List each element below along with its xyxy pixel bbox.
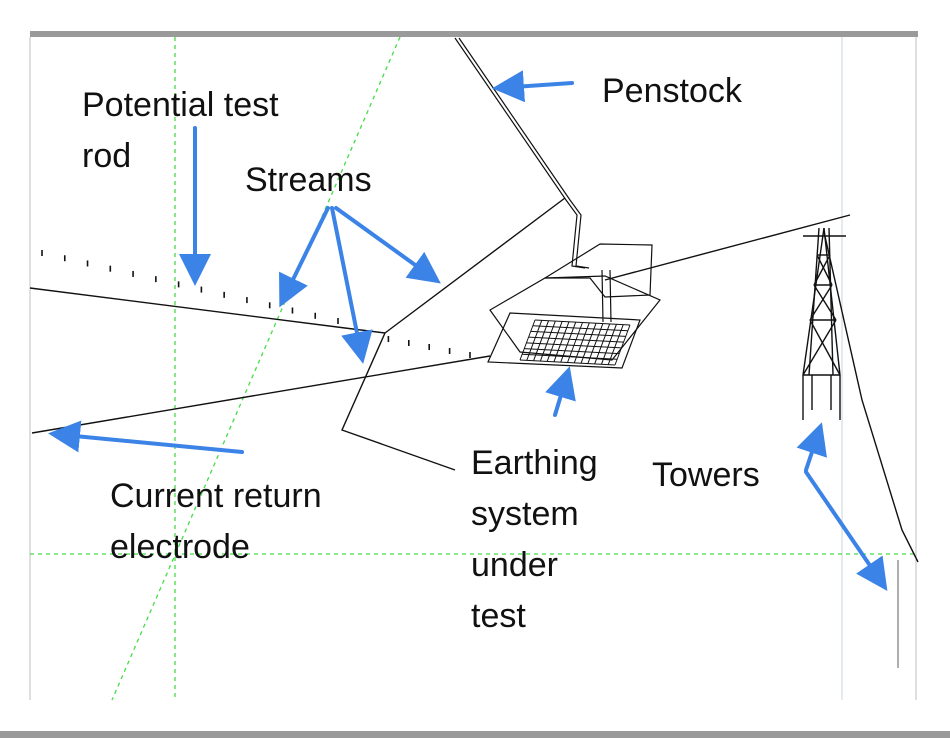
mesh-line	[526, 320, 543, 361]
mesh-line	[553, 321, 570, 362]
stream-line-left	[29, 287, 386, 334]
guide-lines	[30, 36, 916, 701]
plant-terrace-outline	[489, 275, 661, 361]
mesh-line	[594, 323, 611, 365]
potential-test-rod-label-line2: rod	[82, 137, 132, 175]
stream-arrow-middle	[330, 206, 373, 364]
earthing-system-label-line2: system	[471, 495, 579, 533]
stream-arrow-left	[279, 206, 330, 308]
mesh-line	[533, 320, 550, 361]
mesh-line	[573, 322, 590, 364]
towers-arrow-up	[796, 422, 827, 472]
top-border	[30, 31, 918, 37]
terrain-lines	[29, 197, 919, 668]
penstock-arrow	[492, 70, 574, 103]
earthing-system-label-line3: under	[471, 546, 558, 584]
stream-line-upper	[384, 197, 566, 334]
diagonal-guide	[111, 36, 401, 701]
mesh-line	[519, 319, 536, 361]
towers-arrow-down	[804, 470, 888, 591]
earthing-arrow	[545, 366, 576, 417]
tower-descent-line	[823, 231, 919, 563]
current-return-electrode-label-line1: Current return	[110, 477, 322, 515]
arrows	[48, 70, 888, 591]
bottom-border	[0, 731, 950, 738]
penstock-pipe	[454, 37, 590, 269]
mesh-line	[600, 324, 617, 365]
current-return-cable	[31, 355, 491, 434]
penstock-label: Penstock	[602, 72, 742, 110]
streams-label: Streams	[245, 161, 372, 199]
potential-profile-dots	[41, 250, 471, 358]
stream-arrow-right	[334, 206, 441, 284]
mesh-line	[607, 324, 624, 365]
stream-line-lower	[341, 332, 456, 471]
mesh-line	[546, 321, 563, 362]
current-return-electrode-label-line2: electrode	[110, 528, 250, 566]
mesh-line	[539, 320, 556, 362]
potential-test-rod-label-line1: Potential test	[82, 86, 279, 124]
mesh-line	[560, 321, 577, 363]
mesh-line	[614, 324, 631, 366]
current-return-arrow	[48, 420, 244, 454]
earthing-mesh	[519, 319, 631, 366]
mesh-line	[567, 322, 583, 363]
tower-cable	[604, 214, 851, 281]
mesh-line	[580, 323, 597, 364]
towers-label: Towers	[652, 456, 760, 494]
transmission-tower	[802, 227, 846, 420]
switchyard-outline	[487, 312, 641, 369]
mesh-line	[587, 323, 604, 364]
earthing-system	[487, 243, 661, 369]
earthing-system-label-line4: test	[471, 597, 526, 635]
earthing-system-label-line1: Earthing	[471, 444, 598, 482]
